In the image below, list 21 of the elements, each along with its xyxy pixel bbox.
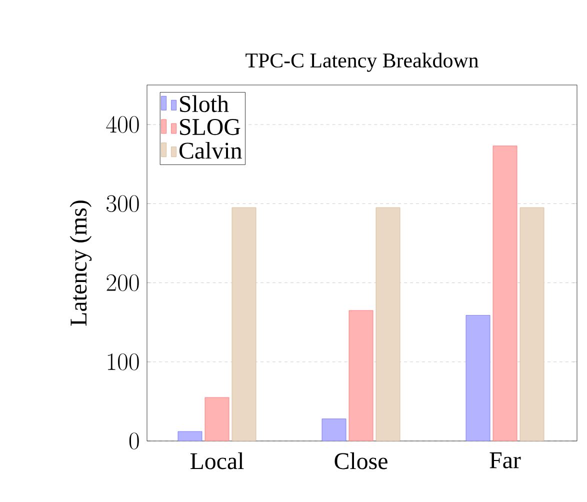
chart-title: TPC-C Latency Breakdown (246, 52, 478, 72)
bar (204, 397, 230, 441)
legend-label: Calvin (179, 142, 242, 159)
y-tick-label: 300 (106, 195, 139, 212)
bar (466, 315, 490, 441)
y-tick-label: 0 (129, 432, 139, 450)
y-tick-label: 400 (106, 116, 139, 133)
bar (376, 207, 400, 441)
bar (520, 207, 544, 441)
y-axis-title: Latency (ms) (70, 200, 92, 326)
legend-label: Sloth (180, 95, 229, 112)
x-tick-label: Far (490, 452, 521, 468)
y-tick-label: 100 (108, 353, 139, 370)
y-tick-label: 200 (106, 274, 139, 292)
x-tick-label: Local (190, 452, 244, 470)
x-tick-label: Close (334, 452, 388, 470)
bar (348, 310, 374, 441)
bar (232, 207, 256, 441)
bar (492, 146, 518, 441)
legend-label: SLOG (180, 119, 240, 136)
bar (322, 418, 346, 441)
